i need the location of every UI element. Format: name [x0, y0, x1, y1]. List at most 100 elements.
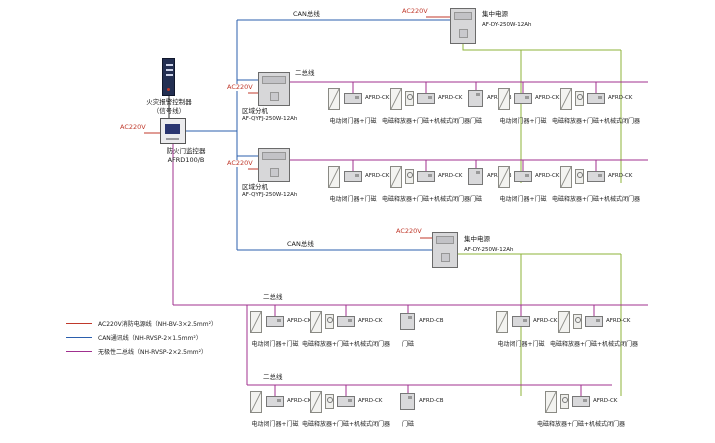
module-label: AFRD-CK	[608, 95, 633, 101]
fire-door-icon	[498, 88, 510, 110]
device-caption: 电动闭门器+门磁	[251, 421, 299, 428]
device-caption: 门磁	[469, 118, 482, 125]
monitor-model: AFRD100/B	[167, 156, 205, 164]
fire-door-icon	[390, 166, 402, 188]
module-label: AFRD-CK	[358, 318, 383, 324]
monitor-module-box	[587, 171, 605, 182]
device-caption: 门磁	[469, 196, 482, 203]
module-label: AFRD-CK	[438, 95, 463, 101]
monitor-module-box	[417, 93, 435, 104]
can-bus-lines	[186, 19, 450, 251]
monitor-power-label: AC220V	[120, 123, 146, 131]
module-label: AFRD-CK	[365, 173, 390, 179]
monitor-keys	[166, 138, 179, 140]
fire-door-icon	[250, 391, 262, 413]
fire-alarm-controller	[162, 58, 175, 96]
monitor-module-box	[266, 396, 284, 407]
fire-door-icon	[498, 166, 510, 188]
monitor-module-box	[400, 393, 415, 410]
device-caption: 电磁释放器+门磁+机械式闭门器	[301, 421, 391, 428]
supply1-name: 集中电源	[482, 10, 508, 18]
device-caption: 门磁	[401, 421, 414, 428]
ac-power-lines	[144, 16, 450, 239]
supply1-model: AF-DY-250W-12Ah	[482, 22, 532, 28]
device-caption: 电磁释放器+门磁+机械式闭门器	[536, 421, 626, 428]
two-bus-stubs	[274, 82, 597, 396]
release-device-icon	[575, 169, 584, 184]
can-bus-label-top: CAN总线	[292, 10, 321, 19]
monitor-module-box	[514, 171, 532, 182]
module-label: AFRD-CK	[287, 318, 312, 324]
supply2-model: AF-DY-250W-12Ah	[464, 247, 514, 253]
zone1-name: 区域分机	[242, 107, 268, 115]
supply2-power-label: AC220V	[396, 227, 422, 235]
legend-item-power: AC220V消防电源线（NH-BV-3×2.5mm²）	[66, 316, 217, 330]
device-caption: 电动闭门器+门磁	[499, 196, 547, 203]
fire-door-icon	[390, 88, 402, 110]
module-label: AFRD-CK	[287, 398, 312, 404]
central-power-supply-1	[450, 8, 476, 44]
fire-door-icon	[250, 311, 262, 333]
zone2-model: AF-QYFJ-250W-12Ah	[242, 192, 298, 198]
monitor-module-box	[337, 396, 355, 407]
legend-label: CAN通讯线（NH-RVSP-2×1.5mm²）	[98, 334, 202, 342]
module-label: AFRD-CK	[608, 173, 633, 179]
legend-label: AC220V消防电源线（NH-BV-3×2.5mm²）	[98, 320, 218, 328]
supply1-power-label: AC220V	[402, 7, 428, 15]
fire-door-icon	[560, 166, 572, 188]
fire-door-icon	[310, 391, 322, 413]
controller-sublabel: （信号线）	[152, 107, 186, 115]
device-caption: 电动闭门器+门磁	[329, 196, 377, 203]
central-power-supply-2	[432, 232, 458, 268]
module-label: AFRD-CK	[365, 95, 390, 101]
fire-door-icon	[328, 166, 340, 188]
module-label: AFRD-CK	[535, 95, 560, 101]
legend: AC220V消防电源线（NH-BV-3×2.5mm²） CAN通讯线（NH-RV…	[66, 316, 217, 358]
monitor-screen	[165, 124, 180, 134]
monitor-module-box	[337, 316, 355, 327]
monitor-module-box	[585, 316, 603, 327]
fire-door-icon	[328, 88, 340, 110]
monitor-module-box	[512, 316, 530, 327]
monitor-module-box	[468, 90, 483, 107]
zone-extension-2	[258, 148, 290, 182]
device-caption: 电磁释放器+门磁+机械式闭门器	[549, 341, 639, 348]
can-bus-label-mid: CAN总线	[286, 240, 315, 249]
module-label: AFRD-CK	[593, 398, 618, 404]
release-device-icon	[405, 91, 414, 106]
zone1-model: AF-QYFJ-250W-12Ah	[242, 116, 298, 122]
device-caption: 门磁	[401, 341, 414, 348]
fire-door-monitor	[160, 118, 186, 144]
device-caption: 电动闭门器+门磁	[251, 341, 299, 348]
release-device-icon	[405, 169, 414, 184]
two-bus-label-row1: 二总线	[294, 69, 316, 78]
module-label: AFRD-CK	[438, 173, 463, 179]
module-label: AFRD-CK	[533, 318, 558, 324]
release-device-icon	[325, 314, 334, 329]
monitor-module-box	[266, 316, 284, 327]
zone1-power-label: AC220V	[226, 83, 254, 92]
fire-door-icon	[496, 311, 508, 333]
monitor-label: 防火门监控器	[166, 147, 206, 155]
monitor-module-box	[468, 168, 483, 185]
two-bus-label-row4: 二总线	[262, 373, 284, 382]
monitor-module-box	[417, 171, 435, 182]
release-device-icon	[575, 91, 584, 106]
zone-extension-1	[258, 72, 290, 106]
can-line-sample	[66, 336, 92, 338]
fire-door-icon	[545, 391, 557, 413]
two-bus-label-row3: 二总线	[262, 293, 284, 302]
module-label: AFRD-CB	[419, 398, 444, 404]
power-line-sample	[66, 322, 92, 324]
module-label: AFRD-CK	[358, 398, 383, 404]
monitor-module-box	[344, 171, 362, 182]
device-caption: 电动闭门器+门磁	[329, 118, 377, 125]
monitor-module-box	[400, 313, 415, 330]
fire-door-icon	[558, 311, 570, 333]
release-device-icon	[560, 394, 569, 409]
two-bus-line-sample	[66, 350, 92, 352]
module-label: AFRD-CK	[606, 318, 631, 324]
device-caption: 电磁释放器+门磁+机械式闭门器	[381, 196, 471, 203]
